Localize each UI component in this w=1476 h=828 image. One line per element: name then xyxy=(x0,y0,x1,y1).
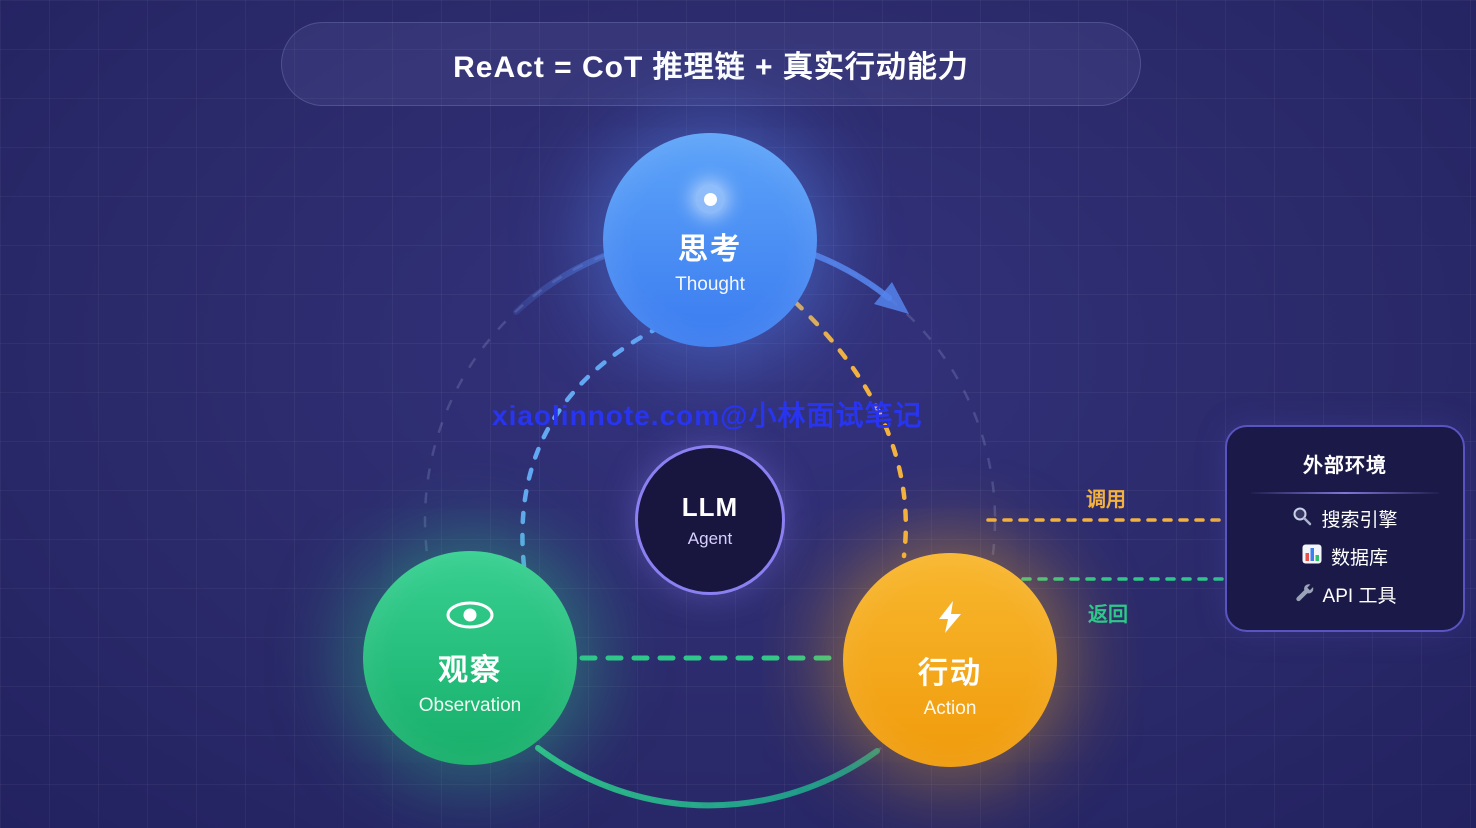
agent-label: Agent xyxy=(687,528,733,548)
panel-title: 外部环境 xyxy=(1303,455,1387,477)
llm-label: LLM xyxy=(681,491,739,522)
list-item-search-engine: 搜索引擎 xyxy=(1227,505,1463,532)
external-environment-panel: 外部环境 搜索引擎 数据库 API 工具 xyxy=(1225,425,1465,632)
return-label: 返回 xyxy=(1088,604,1128,626)
lightning-icon xyxy=(937,600,963,638)
thought-label-en: Thought xyxy=(675,274,745,295)
title-banner: ReAct = CoT 推理链 + 真实行动能力 xyxy=(281,22,1141,106)
cycle-arrowhead xyxy=(874,282,909,314)
wrench-icon xyxy=(1294,582,1314,608)
edge-thought-to-action xyxy=(792,299,909,559)
search-icon xyxy=(1292,506,1312,532)
edge-observation-to-thought xyxy=(520,327,657,569)
panel-item-label: API 工具 xyxy=(1322,586,1397,607)
list-item-api-tools: API 工具 xyxy=(1227,581,1463,608)
observation-label-zh: 观察 xyxy=(438,653,502,687)
panel-item-label: 搜索引擎 xyxy=(1321,510,1398,531)
panel-divider xyxy=(1251,492,1439,494)
bar-chart-icon xyxy=(1302,544,1322,570)
action-label-zh: 行动 xyxy=(918,656,982,690)
action-label-en: Action xyxy=(923,697,977,719)
node-action: 行动 Action xyxy=(843,553,1057,767)
page-title: ReAct = CoT 推理链 + 真实行动能力 xyxy=(453,51,969,84)
node-thought: 思考 Thought xyxy=(603,133,817,347)
panel-item-label: 数据库 xyxy=(1330,548,1388,569)
thought-label-zh: 思考 xyxy=(678,233,742,266)
watermark-text: xiaolinnote.com@小林面试笔记 xyxy=(492,400,923,431)
eye-icon xyxy=(444,600,496,635)
cycle-bottom-arc xyxy=(535,745,880,809)
glow-dot-icon xyxy=(695,184,725,214)
node-observation: 观察 Observation xyxy=(363,551,577,765)
observation-label-en: Observation xyxy=(418,694,522,716)
call-label: 调用 xyxy=(1086,489,1126,511)
node-llm-agent: LLM Agent xyxy=(635,445,785,595)
list-item-database: 数据库 xyxy=(1227,543,1463,570)
